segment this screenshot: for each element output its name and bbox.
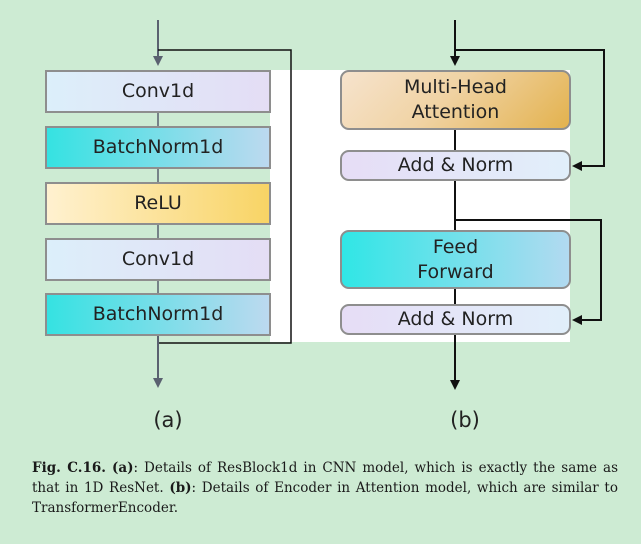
conv1d-block-2: Conv1d (45, 238, 271, 281)
caption-b-tag: (b) (169, 480, 192, 496)
panel-a-label: (a) (153, 408, 183, 432)
b-skip-connection-1 (455, 49, 605, 171)
figure-caption: Fig. C.16. (a): Details of ResBlock1d in… (32, 458, 618, 518)
caption-a-tag: (a) (111, 460, 134, 476)
add-norm-block-1: Add & Norm (340, 150, 571, 181)
caption-fig-label: Fig. C.16. (32, 460, 106, 476)
relu-block: ReLU (45, 182, 271, 225)
panel-b-label: (b) (450, 408, 480, 432)
b-skip-connection-2 (455, 219, 602, 325)
feed-forward-block: Feed Forward (340, 230, 571, 289)
multi-head-attention-label: Multi-Head Attention (404, 76, 507, 123)
batchnorm1d-block-1-label: BatchNorm1d (92, 136, 224, 158)
conv1d-block-1: Conv1d (45, 70, 271, 113)
feed-forward-label: Feed Forward (417, 235, 494, 283)
add-norm-2-label: Add & Norm (397, 308, 514, 330)
add-norm-block-2: Add & Norm (340, 304, 571, 335)
caption-a-text: : Details of ResBlock1d in CNN model, wh… (32, 460, 618, 496)
a-skip-connection (158, 49, 292, 344)
add-norm-1-label: Add & Norm (397, 154, 514, 176)
multi-head-attention-block: Multi-Head Attention (340, 70, 571, 130)
conv1d-block-2-label: Conv1d (121, 248, 195, 270)
conv1d-block-1-label: Conv1d (121, 80, 195, 102)
batchnorm1d-block-1: BatchNorm1d (45, 126, 271, 169)
caption-b-text: : Details of Encoder in Attention model,… (32, 480, 618, 516)
batchnorm1d-block-2: BatchNorm1d (45, 293, 271, 336)
relu-block-label: ReLU (134, 192, 182, 214)
batchnorm1d-block-2-label: BatchNorm1d (92, 303, 224, 325)
